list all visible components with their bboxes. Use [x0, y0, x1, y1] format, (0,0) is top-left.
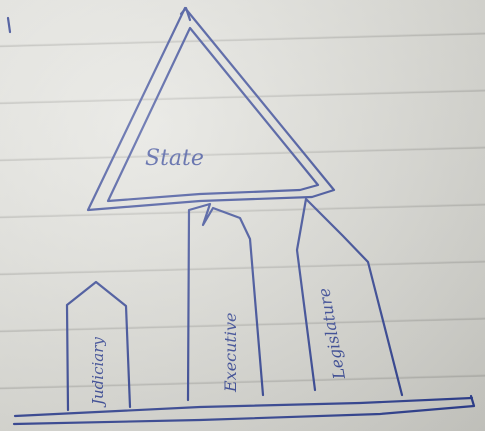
pillar-executive: Executive	[186, 202, 265, 402]
base-line-bottom	[12, 394, 476, 426]
pillar-legislature: Legislature	[295, 197, 404, 397]
judiciary-label: Judiciary	[89, 337, 107, 408]
executive-outline	[186, 202, 265, 402]
roof-corner-mark	[179, 6, 192, 22]
stray-pen-mark	[6, 16, 12, 34]
legislature-outline	[295, 197, 404, 397]
pillar-judiciary: Judiciary	[65, 280, 132, 412]
base-ground	[12, 394, 476, 426]
roof-outer-outline	[86, 6, 336, 212]
legislature-label: Legislature	[314, 287, 349, 382]
roof-inner-outline	[106, 26, 320, 203]
state-label: State	[145, 146, 204, 171]
judiciary-outline	[65, 280, 132, 412]
base-line-top	[13, 396, 474, 418]
executive-label: Executive	[221, 313, 240, 394]
state-roof: State	[86, 6, 336, 212]
